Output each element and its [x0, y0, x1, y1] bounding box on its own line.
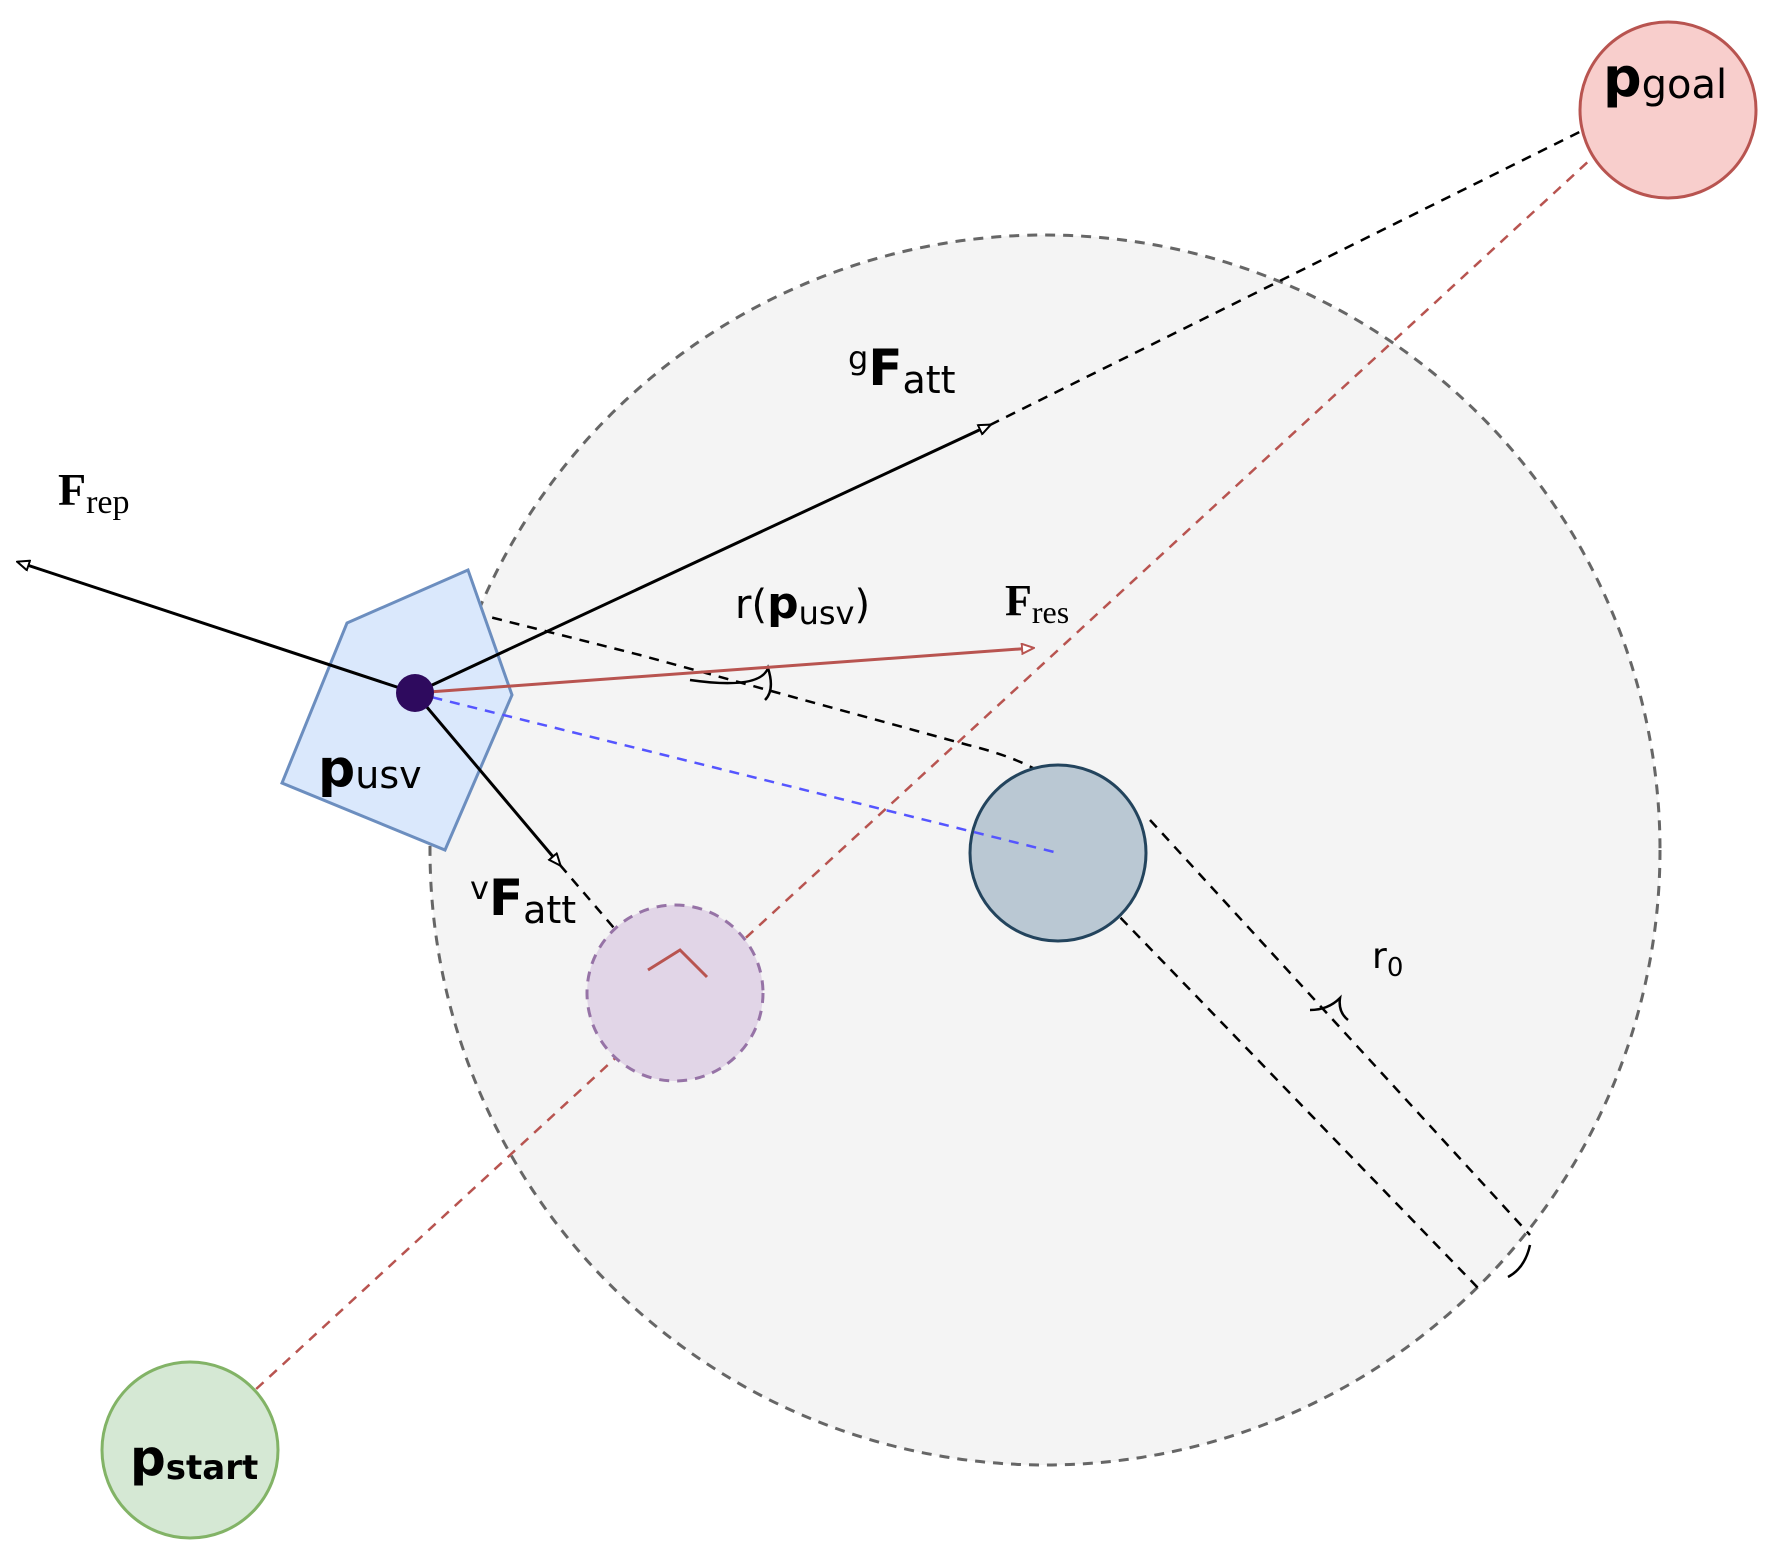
- start-goal-line: [189, 87, 1669, 1451]
- usv-obstacle-line: [414, 691, 1059, 855]
- f-rep-arrow: [18, 562, 416, 695]
- f-res-label: Fres: [1005, 576, 1069, 630]
- goal-circle: [1578, 20, 1758, 200]
- v-f-att-label: vFatt: [470, 869, 576, 932]
- start-circle: [100, 1360, 280, 1540]
- v-f-att-arrow: [413, 692, 560, 865]
- r0-end-brace: [1507, 1244, 1532, 1279]
- g-f-att-label: gFatt: [848, 339, 956, 402]
- r-usv-label: r(pusv): [735, 578, 870, 632]
- obstacle-range-line-2: [1149, 819, 1531, 1236]
- start-label: pstart: [130, 1429, 258, 1488]
- obstacle: [968, 763, 1148, 943]
- usv-polygon: [280, 567, 514, 852]
- usv-label: pusv: [318, 739, 422, 799]
- obstacle-range-line-1: [1057, 852, 1481, 1291]
- right-angle-marker: [647, 948, 709, 979]
- g-f-att-arrow: [414, 425, 990, 695]
- f-res-arrow: [414, 648, 1033, 695]
- goal-label: pgoal: [1603, 46, 1727, 109]
- f-rep-label: Frep: [58, 464, 130, 521]
- goal-direction-line: [989, 86, 1669, 427]
- r0-label: r0: [1372, 936, 1403, 983]
- r0-brace: [1309, 994, 1349, 1021]
- usv-position-dot: [396, 674, 434, 712]
- virtual-obstacle: [585, 903, 765, 1083]
